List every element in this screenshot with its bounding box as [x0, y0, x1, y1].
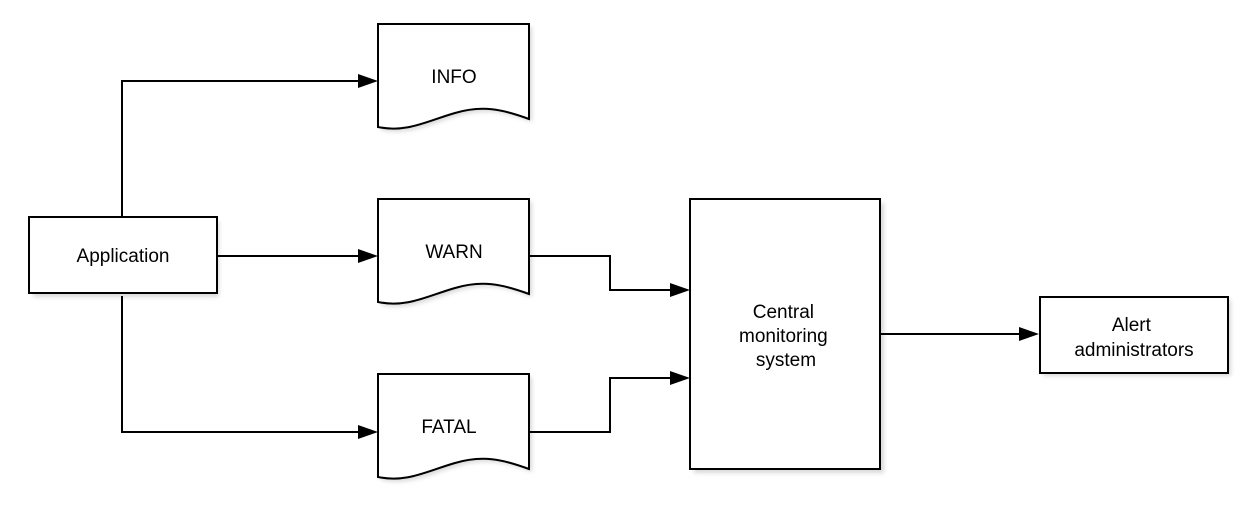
- arrowhead-central-bottom: [670, 371, 690, 385]
- node-fatal-document: FATAL: [377, 373, 530, 480]
- arrowhead-fatal: [358, 425, 378, 439]
- connectors: [121, 74, 1039, 439]
- edge-application-to-info: [121, 80, 360, 216]
- application-label: Application: [77, 246, 170, 267]
- arrowhead-alert: [1019, 327, 1039, 341]
- central-label-line-2: monitoring: [739, 326, 828, 347]
- node-alert-administrators: Alert administrators: [1039, 296, 1229, 374]
- edge-warn-to-central: [530, 255, 672, 291]
- central-label-line-3: system: [756, 350, 816, 371]
- arrowhead-warn: [358, 249, 378, 263]
- arrowhead-central-top: [670, 283, 690, 297]
- alert-label: Alert administrators: [1074, 315, 1193, 361]
- node-info-document: INFO: [377, 23, 530, 130]
- arrowhead-info: [358, 74, 378, 88]
- node-application: Application: [28, 216, 218, 294]
- central-label-line-1: Central: [753, 302, 814, 323]
- alert-label-line-2: administrators: [1074, 340, 1193, 361]
- edge-fatal-to-central: [530, 377, 672, 433]
- central-label: Central monitoring system: [739, 302, 833, 371]
- node-warn-document: WARN: [377, 198, 530, 305]
- info-label: INFO: [431, 67, 476, 88]
- alert-label-line-1: Alert: [1112, 315, 1152, 336]
- edge-application-to-fatal: [121, 296, 360, 433]
- fatal-label: FATAL: [421, 417, 476, 438]
- node-central-monitoring-system: Central monitoring system: [689, 198, 881, 470]
- warn-label: WARN: [425, 242, 482, 263]
